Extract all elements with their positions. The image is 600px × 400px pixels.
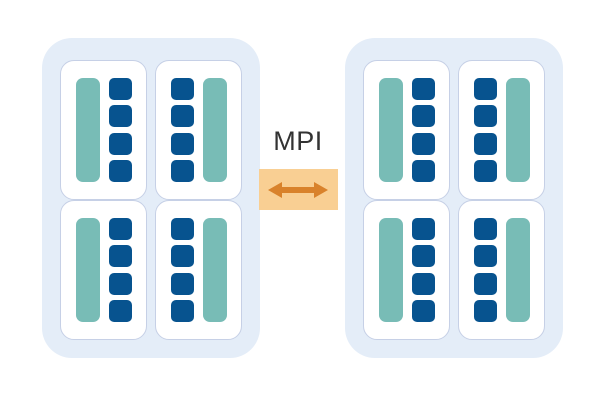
socket-row-bottom (60, 200, 242, 340)
core-column (108, 78, 132, 182)
core (411, 218, 435, 240)
mpi-interconnect: MPI (258, 128, 338, 210)
core (170, 132, 194, 155)
core (473, 272, 497, 295)
core (473, 132, 497, 155)
node-left-socket-2[interactable] (155, 60, 242, 200)
core-column (473, 218, 497, 322)
core (170, 78, 194, 100)
core (411, 245, 435, 268)
socket-row-top (363, 60, 545, 200)
core (108, 272, 132, 295)
core (473, 218, 497, 240)
mpi-band[interactable] (258, 169, 338, 210)
core (411, 78, 435, 100)
core (473, 105, 497, 128)
core (170, 299, 194, 322)
socket-row-bottom (363, 200, 545, 340)
core (473, 299, 497, 322)
node-right-socket-4[interactable] (458, 200, 545, 340)
double-headed-arrow-icon (268, 181, 328, 198)
core (108, 218, 132, 240)
core (170, 245, 194, 268)
core-column (411, 78, 435, 182)
node-right-socket-1[interactable] (363, 60, 450, 200)
node-right-socket-3[interactable] (363, 200, 450, 340)
memory-bar (505, 218, 530, 322)
core (473, 245, 497, 268)
node-right[interactable] (345, 38, 563, 358)
node-left-socket-3[interactable] (60, 200, 147, 340)
core-column (170, 78, 194, 182)
mpi-label: MPI (273, 126, 323, 156)
node-right-socket-2[interactable] (458, 60, 545, 200)
core (411, 159, 435, 182)
core (108, 132, 132, 155)
memory-bar (75, 78, 100, 182)
core-column (473, 78, 497, 182)
core (473, 159, 497, 182)
memory-bar (505, 78, 530, 182)
core-column (411, 218, 435, 322)
core (170, 159, 194, 182)
core (170, 272, 194, 295)
core (170, 218, 194, 240)
core-column (108, 218, 132, 322)
core (108, 105, 132, 128)
core (473, 78, 497, 100)
core (411, 132, 435, 155)
core (411, 299, 435, 322)
memory-bar (378, 218, 403, 322)
memory-bar (202, 78, 227, 182)
node-left-socket-4[interactable] (155, 200, 242, 340)
core (108, 78, 132, 100)
core (108, 299, 132, 322)
node-left-socket-1[interactable] (60, 60, 147, 200)
socket-row-top (60, 60, 242, 200)
core (411, 105, 435, 128)
core (108, 159, 132, 182)
core (170, 105, 194, 128)
core-column (170, 218, 194, 322)
memory-bar (202, 218, 227, 322)
memory-bar (378, 78, 403, 182)
core (108, 245, 132, 268)
node-left[interactable] (42, 38, 260, 358)
core (411, 272, 435, 295)
memory-bar (75, 218, 100, 322)
